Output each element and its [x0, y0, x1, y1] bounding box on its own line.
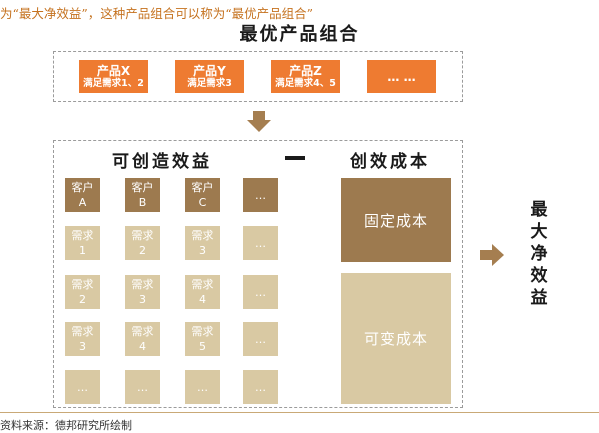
cell-label: 需求 — [191, 229, 214, 242]
cell-label: 需求 — [131, 325, 154, 338]
demand-cell: 需求 3 — [65, 322, 100, 356]
right-arrow-head-icon — [492, 244, 504, 266]
result-char: 益 — [530, 288, 548, 308]
cell-label: 需求 — [191, 278, 214, 291]
result-char: 大 — [530, 222, 548, 242]
demand-cell: 需求 1 — [65, 226, 100, 260]
demand-cell: … — [243, 275, 278, 309]
demand-cell: 需求 4 — [185, 275, 220, 309]
demand-cell: … — [125, 370, 160, 404]
cell-sub: 5 — [199, 340, 206, 353]
product-name: 产品Z — [289, 63, 322, 78]
product-z-box: 产品Z 满足需求4、5 — [271, 60, 340, 93]
demand-cell: 需求 5 — [185, 322, 220, 356]
cell-label: … — [255, 332, 266, 346]
demand-cell: … — [185, 370, 220, 404]
customer-cell: 客户 C — [185, 178, 220, 212]
product-more-box: … … — [367, 60, 436, 93]
cell-sub: 2 — [139, 244, 146, 257]
cell-sub: 3 — [139, 293, 146, 306]
value-cost-box — [53, 140, 463, 408]
result-char: 净 — [530, 244, 548, 264]
cell-label: 需求 — [71, 278, 94, 291]
product-name: … … — [387, 69, 416, 84]
demand-cell: 需求 2 — [65, 275, 100, 309]
value-heading: 可创造效益 — [112, 152, 212, 172]
cell-sub: 3 — [199, 244, 206, 257]
cell-label: 需求 — [191, 325, 214, 338]
minus-icon — [285, 156, 305, 160]
demand-cell: 需求 4 — [125, 322, 160, 356]
cell-sub: 4 — [199, 293, 206, 306]
demand-cell: 需求 3 — [125, 275, 160, 309]
demand-cell: 需求 2 — [125, 226, 160, 260]
source-note: 资料来源：德邦研究所绘制 — [0, 419, 132, 432]
customer-cell: … — [243, 178, 278, 212]
product-name: 产品Y — [193, 63, 226, 78]
fixed-cost-box: 固定成本 — [341, 178, 451, 262]
product-x-box: 产品X 满足需求1、2 — [79, 60, 148, 93]
product-desc: 满足需求3 — [187, 77, 232, 89]
result-char: 效 — [530, 266, 548, 286]
variable-cost-box: 可变成本 — [341, 273, 451, 404]
cell-label: … — [137, 380, 148, 394]
right-arrow-icon — [480, 250, 492, 260]
down-arrow-head-icon — [247, 120, 271, 132]
demand-cell: … — [65, 370, 100, 404]
cell-label: 需求 — [131, 278, 154, 291]
demand-cell: … — [243, 226, 278, 260]
down-arrow-icon — [253, 111, 265, 120]
result-char: 最 — [530, 200, 548, 220]
cell-sub: 1 — [79, 244, 86, 257]
product-y-box: 产品Y 满足需求3 — [175, 60, 244, 93]
cell-label: 需求 — [131, 229, 154, 242]
cell-sub: 4 — [139, 340, 146, 353]
cell-sub: A — [78, 196, 87, 209]
cell-sub: 3 — [79, 340, 86, 353]
cell-label: 需求 — [71, 229, 94, 242]
cell-label: 客户 — [191, 181, 214, 194]
demand-cell: … — [243, 370, 278, 404]
footer-rule — [0, 412, 599, 413]
cell-label: 客户 — [71, 181, 94, 194]
cell-label: … — [255, 285, 266, 299]
cost-heading: 创效成本 — [350, 152, 430, 172]
demand-cell: … — [243, 322, 278, 356]
cell-sub: 2 — [79, 293, 86, 306]
cell-label: 客户 — [131, 181, 154, 194]
cell-sub: C — [198, 196, 207, 209]
product-combination-box — [53, 51, 463, 102]
customer-cell: 客户 A — [65, 178, 100, 212]
customer-cell: 客户 B — [125, 178, 160, 212]
max-net-benefit-label: 最 大 净 效 益 — [526, 199, 552, 309]
cell-label: … — [255, 188, 266, 202]
cell-label: … — [77, 380, 88, 394]
cell-label: 需求 — [71, 325, 94, 338]
product-desc: 满足需求1、2 — [83, 77, 144, 89]
cell-label: … — [197, 380, 208, 394]
product-name: 产品X — [96, 63, 131, 78]
demand-cell: 需求 3 — [185, 226, 220, 260]
product-desc: 满足需求4、5 — [275, 77, 336, 89]
diagram-title: 最优产品组合 — [239, 24, 360, 45]
caption-top: 为“最大净效益”，这种产品组合可以称为“最优产品组合” — [0, 6, 314, 21]
cell-sub: B — [138, 196, 147, 209]
cell-label: … — [255, 236, 266, 250]
cell-label: … — [255, 380, 266, 394]
